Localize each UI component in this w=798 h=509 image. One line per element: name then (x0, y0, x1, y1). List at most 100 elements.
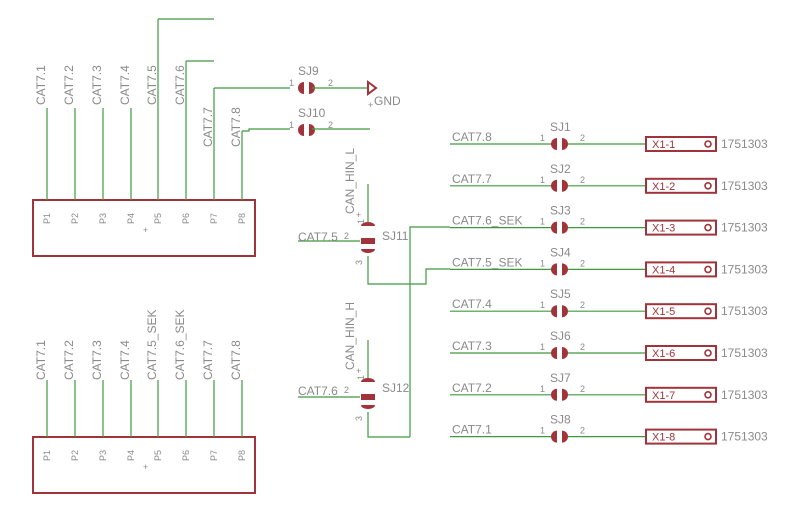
sj12-pin1: 1 (356, 375, 366, 380)
row-jumper-name: SJ6 (550, 329, 571, 343)
terminal-pin-circle (704, 432, 712, 441)
top-pin-label: P8 (237, 213, 247, 224)
terminal-box (645, 303, 717, 320)
row-pad-right (562, 388, 568, 401)
row-pin2: 2 (580, 426, 585, 436)
terminal-part-number: 1751303 (721, 346, 768, 360)
row-net-label: CAT7.7 (452, 172, 492, 186)
row-pin1: 1 (540, 217, 545, 227)
top-net-label: CAT7.6 (173, 65, 187, 105)
row-net-label: CAT7.3 (452, 339, 492, 353)
terminal-part-number: 1751303 (721, 137, 768, 151)
terminal-label: X1-3 (652, 223, 675, 235)
terminal-box (645, 428, 717, 445)
bottom-net-label: CAT7.6_SEK (173, 310, 187, 380)
sj12-top-plus: + (356, 366, 361, 376)
jumper-row-sj2[interactable]: CAT7.7 SJ2 1 2X1-2 1751303 (450, 162, 768, 194)
row-pad-right (562, 221, 568, 234)
row-pad-left (551, 305, 557, 318)
row-net-label: CAT7.8 (452, 130, 492, 144)
row-pin2: 2 (580, 258, 585, 268)
sj11-pin1: 1 (356, 219, 366, 224)
terminal-pin-circle (704, 390, 712, 399)
gnd-label: GND (374, 94, 401, 108)
bottom-net-label: CAT7.3 (90, 340, 104, 380)
top-net-label: CAT7.4 (118, 65, 132, 105)
gnd-plus: + (368, 100, 373, 110)
row-net-label: CAT7.2 (452, 381, 492, 395)
connector-top[interactable]: + (32, 199, 256, 257)
terminal-label: X1-4 (652, 264, 675, 276)
row-net-label: CAT7.4 (452, 297, 492, 311)
connector-bottom-body (32, 436, 256, 494)
top-net-label: CAT7.1 (34, 65, 48, 105)
terminal-pin-circle (704, 182, 712, 190)
sj11-top-plus: + (356, 210, 361, 220)
bottom-net-label: CAT7.8 (229, 340, 243, 380)
connector-bottom-plus: + (143, 462, 148, 472)
row-pad-right (562, 138, 568, 150)
terminal-label: X1-1 (652, 139, 675, 151)
terminal-box (645, 177, 717, 194)
connector-top-body (32, 199, 256, 257)
bottom-pin-label: P3 (98, 450, 108, 461)
bottom-pin-label: P2 (70, 450, 80, 461)
row-pin2: 2 (580, 175, 585, 185)
terminal-part-number: 1751303 (721, 221, 768, 235)
row-pin1: 1 (540, 175, 545, 185)
bottom-pin-label: P1 (42, 450, 52, 461)
bottom-pin-label: P5 (153, 450, 163, 461)
row-pin1: 1 (540, 133, 545, 143)
terminal-part-number: 1751303 (721, 179, 768, 193)
connector-bottom[interactable]: + (32, 436, 256, 494)
top-net-label: CAT7.7 (201, 107, 215, 147)
row-jumper-name: SJ3 (550, 204, 571, 218)
bottom-pin-label: P4 (126, 450, 136, 461)
row-pin2: 2 (580, 133, 585, 143)
top-net-label: CAT7.3 (90, 65, 104, 105)
row-pin2: 2 (580, 300, 585, 310)
sj10-name: SJ10 (298, 106, 326, 120)
top-pin-label: P4 (126, 213, 136, 224)
sj10-jumper[interactable]: SJ10 1 2 (289, 106, 370, 136)
sj11-top-net: CAN_HIN_L (343, 148, 357, 214)
sj12-left-net: CAT7.6 (298, 384, 338, 398)
terminal-label: X1-2 (652, 181, 675, 193)
row-pad-left (551, 388, 557, 401)
terminal-box (645, 136, 717, 152)
top-net-label: CAT7.8 (229, 107, 243, 147)
row-pad-right (562, 179, 568, 192)
sj11-name: SJ11 (382, 229, 409, 243)
terminal-box (645, 386, 717, 403)
sj12-jumper[interactable]: CAT7.6 2 1 3 SJ12 CAN_HIN_H + (298, 302, 410, 438)
row-jumper-name: SJ7 (550, 371, 571, 385)
bottom-pin-label: P6 (181, 450, 191, 461)
row-pin1: 1 (540, 426, 545, 436)
routing-wires (409, 226, 450, 437)
row-jumper-name: SJ2 (550, 162, 571, 176)
connector-top-plus: + (143, 225, 148, 235)
row-pad-left (551, 347, 557, 359)
terminal-label: X1-7 (652, 390, 675, 402)
sj9-jumper[interactable]: SJ9 1 2 + GND (289, 64, 401, 110)
top-pin-label: P1 (42, 213, 52, 224)
top-pin-label: P7 (209, 213, 219, 224)
sj11-jumper[interactable]: CAT7.5 2 1 3 SJ11 CAN_HIN_L + (298, 148, 410, 285)
sj12-top-net: CAN_HIN_H (343, 302, 357, 370)
row-net-label: CAT7.5_SEK (452, 255, 522, 269)
bottom-net-label: CAT7.1 (34, 340, 48, 380)
row-pad-right (562, 263, 568, 276)
terminal-pin-circle (704, 265, 712, 274)
terminal-pin-circle (704, 140, 712, 148)
row-jumper-name: SJ8 (550, 413, 571, 427)
